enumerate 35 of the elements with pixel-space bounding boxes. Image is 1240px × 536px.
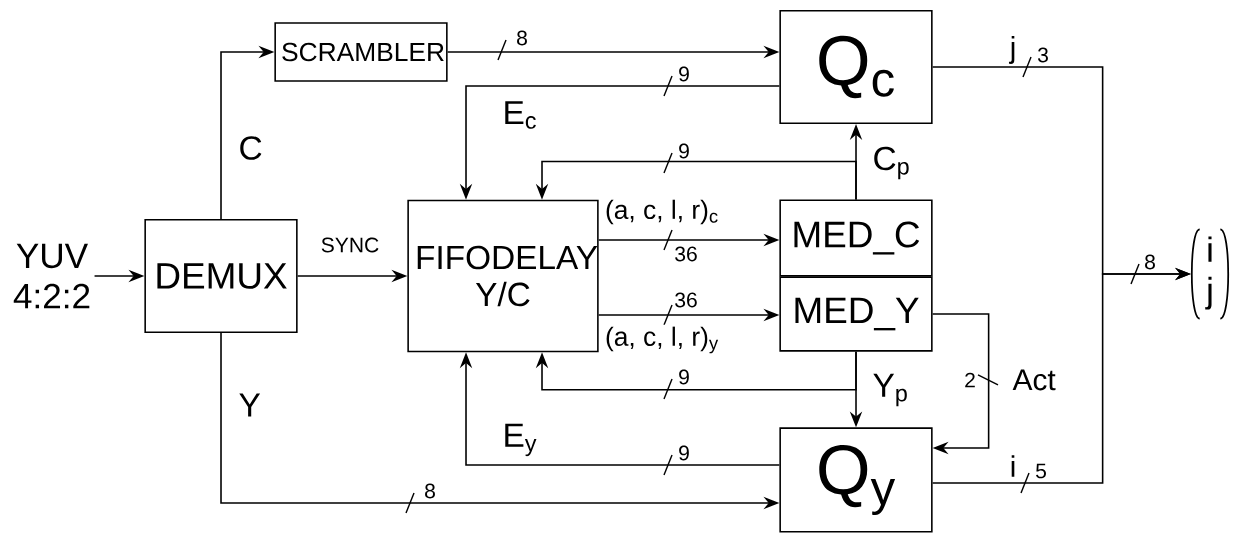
- block-box: DEMUX: [144, 219, 298, 333]
- signal-label: E$_{y}$: [500, 422, 540, 458]
- signal-label: E$_{c}$: [500, 99, 540, 131]
- bus-width: 2: [965, 372, 975, 388]
- bus-width: 36: [675, 292, 697, 308]
- bus-width: 9: [679, 66, 689, 82]
- signal-label: Act: [1010, 367, 1058, 393]
- block-box: SCRAMBLER: [274, 22, 448, 82]
- bus-width: 8: [425, 483, 435, 499]
- connector-arrow: [535, 350, 857, 391]
- bus-width: 9: [679, 369, 689, 385]
- signal-label: Y: [236, 391, 263, 419]
- block-box: Q$_{y}$: [779, 427, 933, 533]
- bus-width: 9: [679, 143, 689, 159]
- connector-arrow: [931, 313, 990, 455]
- bus-width: 8: [1145, 254, 1155, 270]
- vector-label: i j: [1205, 236, 1212, 310]
- signal-label: (a, c, l, r)$_{y}$: [603, 324, 721, 356]
- signal-label: Y$_{p}$: [870, 372, 911, 408]
- bus-width: 5: [1036, 463, 1046, 479]
- bus-width: 9: [679, 445, 689, 461]
- input-label: YUV 4:2:2: [13, 243, 90, 309]
- signal-label: j: [1007, 34, 1019, 66]
- signal-label: i: [1007, 453, 1019, 479]
- signal-label: SYNC: [318, 235, 382, 255]
- block-box: Q$_{c}$: [779, 10, 933, 124]
- signal-label: C: [236, 134, 265, 162]
- block-box: MED_Y: [779, 276, 933, 352]
- signal-label: C$_{p}$: [870, 144, 913, 182]
- signal-label: (a, c, l, r)$_{c}$: [603, 197, 721, 227]
- bus-width: 3: [1037, 47, 1048, 63]
- block-box: FIFODELAY Y/C: [407, 199, 599, 353]
- bus-width: 36: [675, 246, 697, 262]
- block-box: MED_C: [779, 199, 933, 277]
- bus-width: 8: [517, 30, 527, 46]
